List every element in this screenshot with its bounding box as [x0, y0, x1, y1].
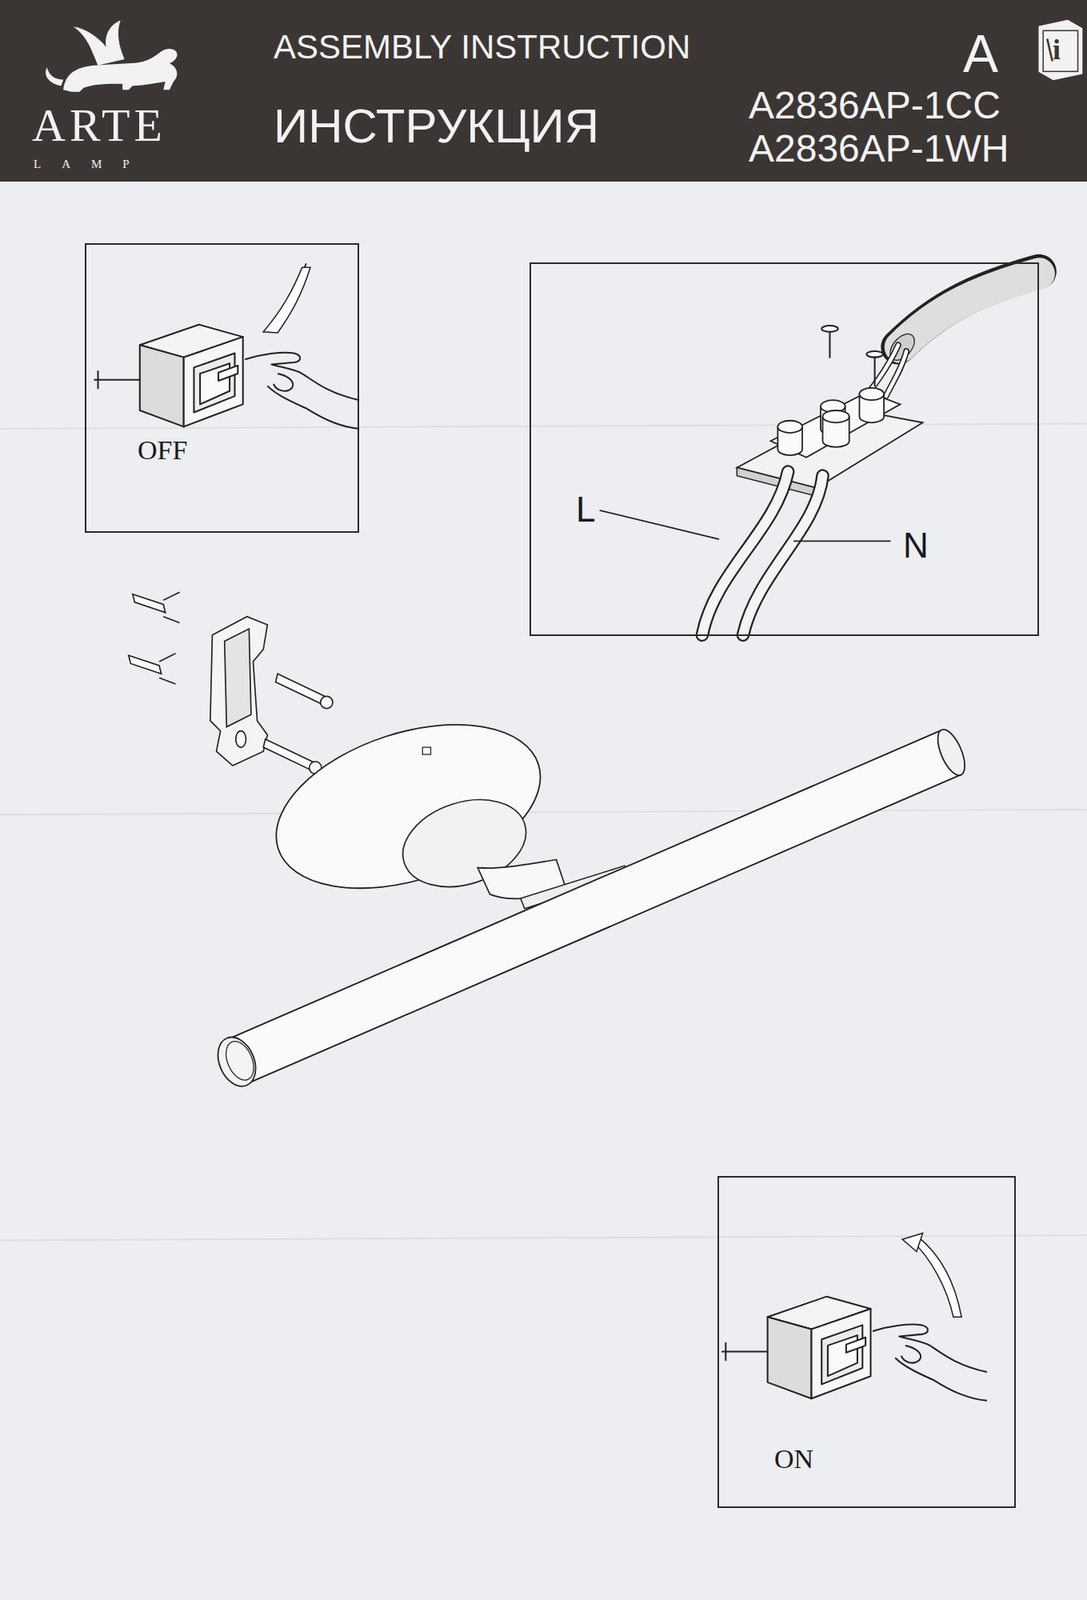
- line-art: [859, 387, 884, 400]
- line-art: [0, 423, 1087, 429]
- line-art: [1039, 20, 1083, 80]
- line-art: [235, 731, 247, 748]
- step-panel: ON: [717, 1175, 1016, 1508]
- line-art: [320, 695, 333, 708]
- line-art: [743, 475, 824, 636]
- line-art: [902, 1233, 924, 1252]
- line-art: [159, 653, 176, 684]
- line-art: [777, 387, 884, 456]
- line-art: [743, 475, 824, 636]
- line-art: [0, 20, 1087, 1401]
- wiring-detail: [599, 271, 1040, 635]
- line-art: [823, 410, 850, 423]
- title: ASSEMBLY INSTRUCTION: [273, 30, 691, 64]
- line-art: [794, 539, 891, 542]
- line-art: [770, 391, 900, 458]
- line-art: [1043, 30, 1078, 72]
- line-art: [828, 331, 831, 358]
- line-art: [220, 1036, 260, 1084]
- line-art: [73, 20, 125, 66]
- line-art: [898, 271, 1040, 347]
- line-art: [777, 420, 803, 433]
- title-russian: ИНСТРУКЦИЯ: [273, 102, 600, 151]
- line-art: [128, 655, 162, 674]
- line-art: [263, 267, 311, 333]
- line-art: [30, 155, 189, 156]
- lamp-body: [211, 694, 971, 1092]
- brand-name: ARTE: [31, 102, 167, 149]
- line-art: [163, 591, 180, 623]
- line-art: [45, 67, 64, 86]
- manual-icon: [1039, 20, 1083, 80]
- line-art: [1047, 38, 1052, 61]
- line-art: [263, 739, 312, 770]
- line-art: [932, 725, 971, 779]
- line-art: [866, 351, 883, 358]
- wire-label: N: [903, 527, 929, 564]
- line-art: [422, 747, 431, 755]
- line-art: [886, 351, 908, 396]
- wire-label: L: [575, 491, 596, 528]
- model-number: A2836AP-1WH: [748, 129, 1009, 168]
- line-art: [224, 628, 252, 728]
- line-art: [874, 357, 876, 387]
- step-panel: LN: [529, 262, 1040, 636]
- line-art: [275, 673, 325, 704]
- header-band: [0, 0, 1087, 182]
- line-art: [210, 616, 268, 766]
- line-art: [821, 325, 838, 332]
- step-panel: OFF: [84, 243, 360, 533]
- paper-fold: [0, 423, 1087, 1241]
- switch-off: [93, 324, 360, 429]
- switch-on: [721, 1296, 988, 1401]
- brand-subtitle: LAMP: [33, 158, 151, 171]
- line-art: [821, 325, 884, 386]
- switch-state: OFF: [137, 436, 188, 464]
- sheet-letter: A: [963, 27, 999, 80]
- line-art: [886, 351, 908, 396]
- switch-state: ON: [774, 1445, 814, 1473]
- line-art: [0, 1234, 1087, 1240]
- line-art: [599, 510, 719, 540]
- line-art: [132, 594, 166, 613]
- line-art: [236, 751, 952, 1062]
- wall-bracket: [128, 591, 333, 774]
- line-art: [236, 751, 952, 1062]
- line-art: [900, 273, 1040, 348]
- info-icon-letter: i: [1052, 35, 1061, 64]
- model-number: A2836AP-1CC: [748, 86, 1001, 125]
- logo-lion: [45, 20, 177, 92]
- line-art: [911, 1237, 963, 1318]
- line-art: [0, 809, 1087, 815]
- line-art: [211, 1031, 264, 1092]
